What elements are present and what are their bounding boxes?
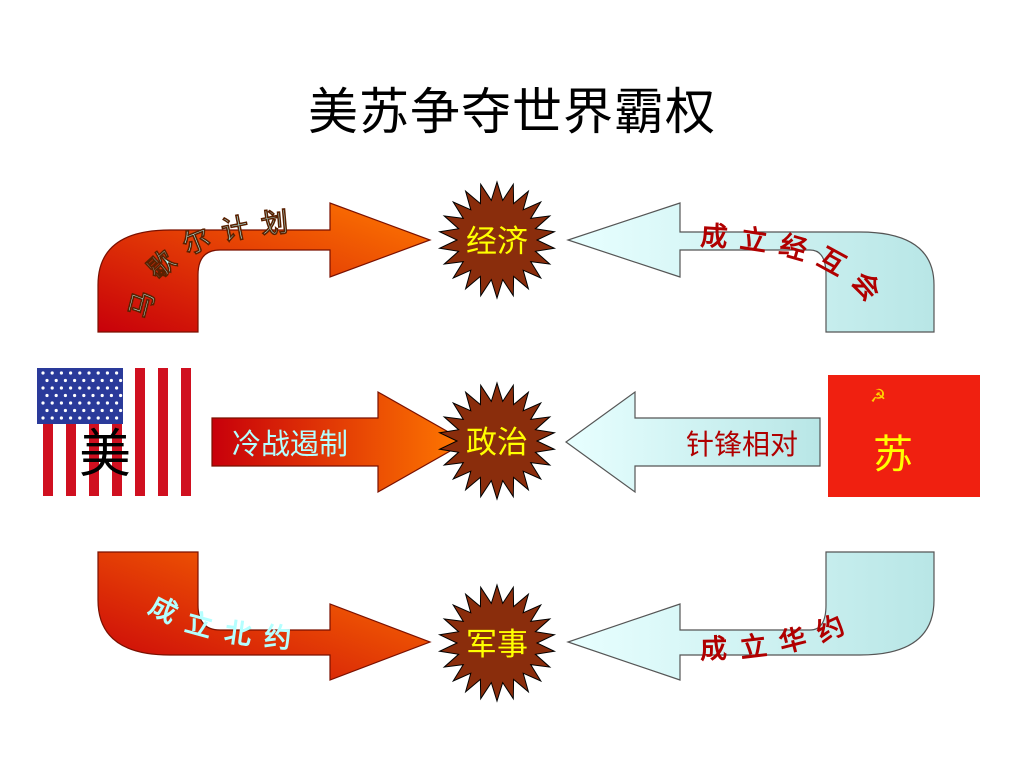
flag-star xyxy=(119,378,123,383)
flag-star xyxy=(78,401,82,405)
flag-star xyxy=(73,408,77,413)
flag-star xyxy=(115,401,119,405)
flag-star xyxy=(82,378,86,383)
flag-star xyxy=(54,378,58,383)
flag-star xyxy=(59,416,64,420)
flag-star xyxy=(100,378,104,383)
flag-star xyxy=(119,408,123,413)
flag-star xyxy=(59,371,64,375)
flag-star xyxy=(115,386,119,390)
ussr-flag-icon: ☭ 苏 xyxy=(828,375,980,497)
flag-star xyxy=(96,371,100,375)
flag-star xyxy=(87,401,91,405)
flag-star xyxy=(69,401,73,405)
flag-star xyxy=(45,378,49,383)
hammer-sickle-icon: ☭ xyxy=(870,386,886,407)
flag-star xyxy=(59,401,64,405)
ussr-label: 苏 xyxy=(873,432,913,478)
flag-star xyxy=(63,393,67,398)
us-flag-icon: 美 xyxy=(37,368,199,496)
flag-star xyxy=(41,401,45,405)
politics-star: 政治 xyxy=(437,381,557,501)
flag-star xyxy=(87,371,91,375)
flag-star xyxy=(78,416,82,420)
military-star-label: 军事 xyxy=(466,627,528,663)
flag-star xyxy=(87,416,91,420)
flag-star xyxy=(50,371,54,375)
flag-star xyxy=(50,416,54,420)
flag-star xyxy=(50,386,54,390)
flag-star xyxy=(50,401,54,405)
flag-star xyxy=(105,401,109,405)
flag-star xyxy=(63,378,67,383)
flag-star xyxy=(119,393,123,398)
flag-star xyxy=(54,393,58,398)
flag-stripe xyxy=(66,368,76,496)
flag-stripe xyxy=(135,368,145,496)
flag-stripe xyxy=(89,368,99,496)
flag-star xyxy=(59,386,64,390)
flag-star xyxy=(115,416,119,420)
flag-star xyxy=(73,393,77,398)
flag-star xyxy=(82,408,86,413)
flag-stripe xyxy=(181,368,191,496)
flag-star xyxy=(91,378,95,383)
flag-star xyxy=(63,408,67,413)
military-star: 军事 xyxy=(437,583,557,703)
flag-star xyxy=(109,393,113,398)
flag-star xyxy=(69,386,73,390)
flag-star xyxy=(69,416,73,420)
us-label: 美 xyxy=(79,425,131,485)
flag-star xyxy=(45,393,49,398)
flag-star xyxy=(41,386,45,390)
flag-star xyxy=(87,386,91,390)
flag-star xyxy=(73,378,77,383)
ussr-politics-label: 针锋相对 xyxy=(686,428,798,461)
us-economy-label: 马歇尔计划 xyxy=(124,206,301,321)
economy-star-label: 经济 xyxy=(466,224,528,260)
flag-star xyxy=(115,371,119,375)
flag-star xyxy=(109,408,113,413)
flag-star xyxy=(78,386,82,390)
flag-star xyxy=(91,408,95,413)
flag-star xyxy=(91,393,95,398)
flag-star xyxy=(41,371,45,375)
flag-star xyxy=(45,408,49,413)
ussr-economy-arrow xyxy=(566,202,935,333)
us-politics-arrow xyxy=(211,390,468,494)
flag-star xyxy=(105,416,109,420)
flag-stripe xyxy=(112,368,122,496)
flag-star xyxy=(100,408,104,413)
flag-star xyxy=(69,371,73,375)
politics-star-label: 政治 xyxy=(466,425,528,461)
us-politics-label: 冷战遏制 xyxy=(232,427,348,461)
flag-star xyxy=(41,416,45,420)
flag-star xyxy=(96,401,100,405)
flag-star xyxy=(105,371,109,375)
economy-star: 经济 xyxy=(437,180,557,300)
ussr-politics-arrow xyxy=(564,390,821,494)
ussr-military-arrow xyxy=(566,551,935,681)
ussr-military-label: 成立华约 xyxy=(700,604,862,665)
flag-star xyxy=(78,371,82,375)
flag-star xyxy=(105,386,109,390)
flag-stripe xyxy=(43,368,53,496)
flag-star xyxy=(54,408,58,413)
flag-star xyxy=(100,393,104,398)
flag-star xyxy=(96,386,100,390)
flag-star xyxy=(109,378,113,383)
flag-star xyxy=(82,393,86,398)
us-military-arrow xyxy=(97,551,432,681)
flag-stripe xyxy=(158,368,168,496)
page-title: 美苏争夺世界霸权 xyxy=(308,83,716,141)
flag-star xyxy=(96,416,100,420)
us-economy-arrow xyxy=(97,202,432,333)
